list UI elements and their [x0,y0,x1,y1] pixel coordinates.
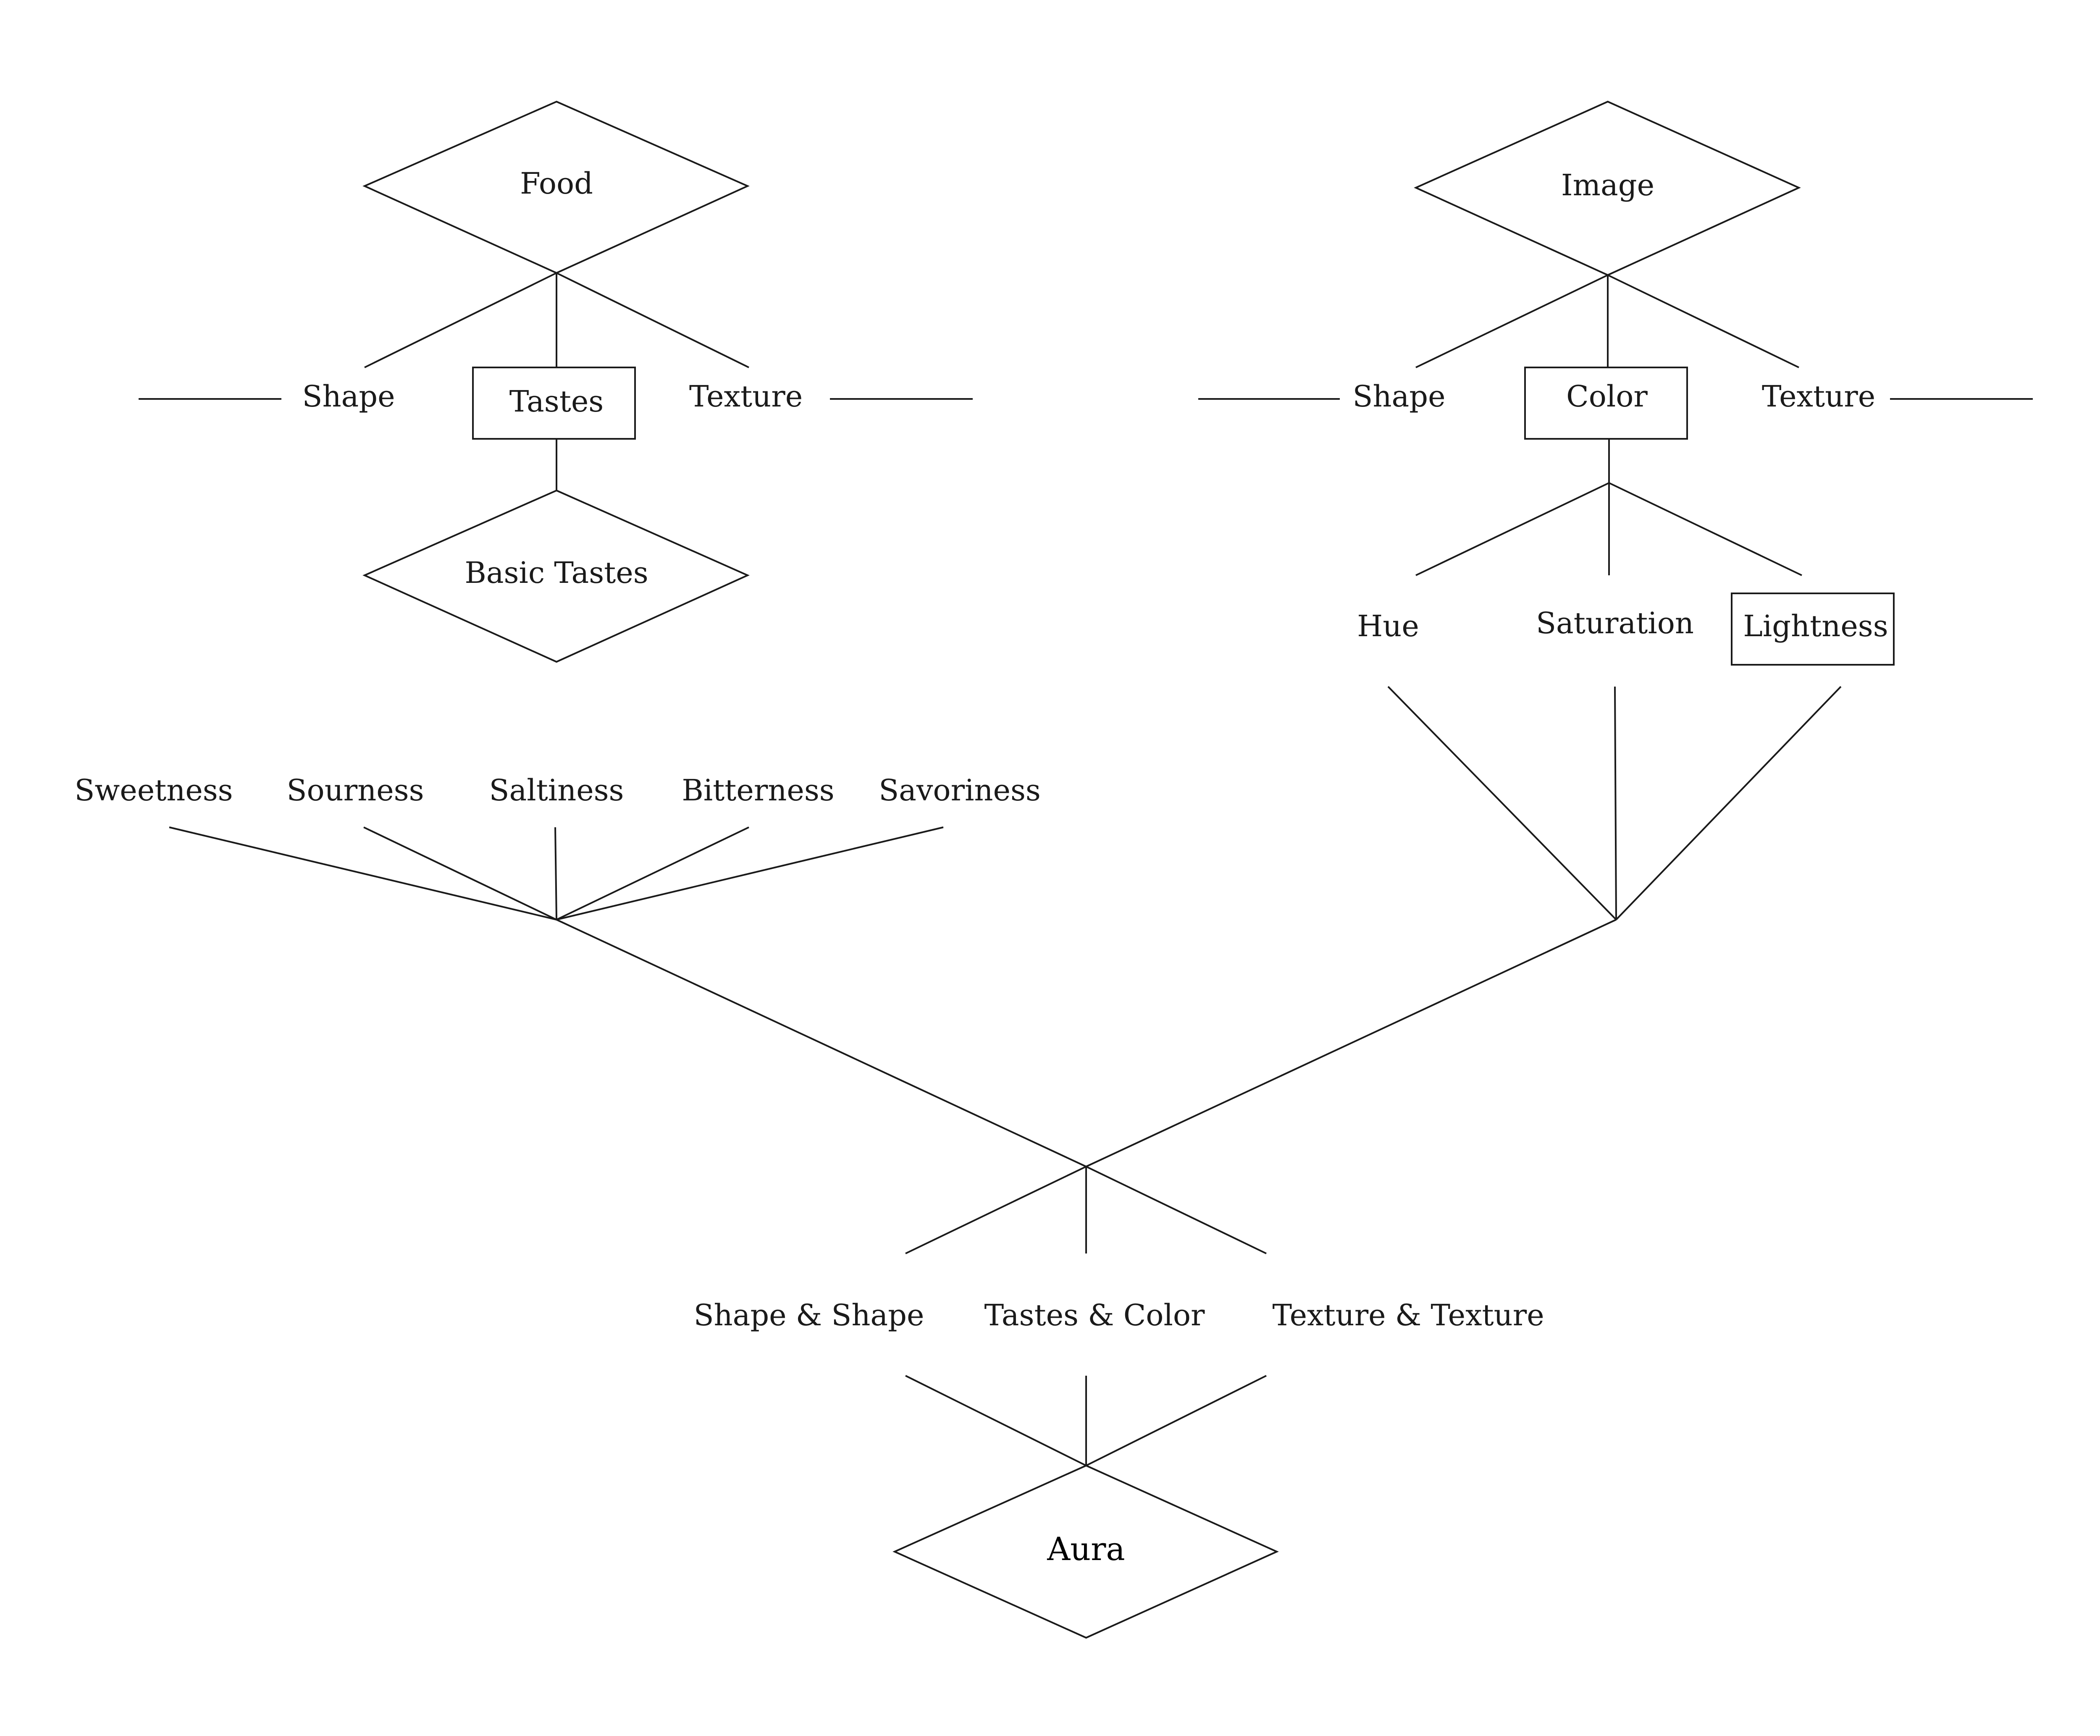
image-to-texture-edge [1607,274,1799,368]
color-to-lightness-edge [1609,482,1802,576]
food-tastes-label: Tastes [509,384,604,419]
savoriness-to-junction-edge [556,826,944,920]
hue-label: Hue [1357,609,1419,643]
pair-tastes-color-label: Tastes & Color [984,1298,1205,1332]
image-texture-label: Texture [1762,379,1875,414]
lightness-to-junction-edge [1615,686,1842,920]
aura-label: Aura [1047,1530,1125,1568]
image-junction-to-center-edge [1086,919,1617,1167]
taste-savoriness-label: Savoriness [879,773,1041,808]
food-tastes-box [472,367,636,440]
color-to-hue-edge [1415,482,1609,576]
sourness-to-junction-edge [363,826,557,920]
center-to-shape-pair-edge [905,1166,1087,1254]
saturation-label: Saturation [1536,606,1694,640]
taste-bitterness-label: Bitterness [682,773,834,808]
hue-to-junction-edge [1387,686,1617,920]
image-color-label: Color [1566,379,1648,414]
pair-texture-texture-label: Texture & Texture [1272,1298,1544,1332]
basic-tastes-diamond [362,489,750,663]
image-color-box [1524,367,1688,440]
texture-pair-to-aura-edge [1086,1375,1267,1466]
image-branch: Image Shape Color Texture Hue Saturation… [1198,100,2033,920]
food-to-texture-edge [556,272,749,368]
shape-pair-to-aura-edge [905,1375,1087,1466]
taste-sourness-label: Sourness [287,773,424,808]
bitterness-to-junction-edge [556,826,749,920]
lightness-box [1731,593,1895,666]
basic-tastes-row: Sweetness Sourness Saltiness Bitterness … [74,773,1041,920]
food-branch: Food Shape Tastes Texture Basic Tastes [139,100,973,663]
food-label: Food [520,166,593,201]
saltiness-to-junction-edge [554,827,557,920]
food-shape-label: Shape [302,379,395,414]
image-label: Image [1561,168,1654,202]
food-texture-label: Texture [689,379,803,414]
image-shape-label: Shape [1352,379,1445,414]
food-junction-to-center-edge [556,919,1087,1167]
basic-tastes-label: Basic Tastes [465,556,648,590]
taste-saltiness-label: Saltiness [489,773,624,808]
center-to-texture-pair-edge [1086,1166,1267,1254]
image-to-shape-edge [1415,274,1608,368]
pair-shape-shape-label: Shape & Shape [694,1298,924,1332]
food-to-shape-edge [364,272,557,368]
taste-sweetness-label: Sweetness [74,773,233,808]
saturation-to-junction-edge [1614,686,1617,920]
lightness-label: Lightness [1743,609,1888,643]
aura-diamond [892,1464,1279,1639]
convergence: Shape & Shape Tastes & Color Texture & T… [556,919,1617,1639]
sweetness-to-junction-edge [169,826,557,920]
